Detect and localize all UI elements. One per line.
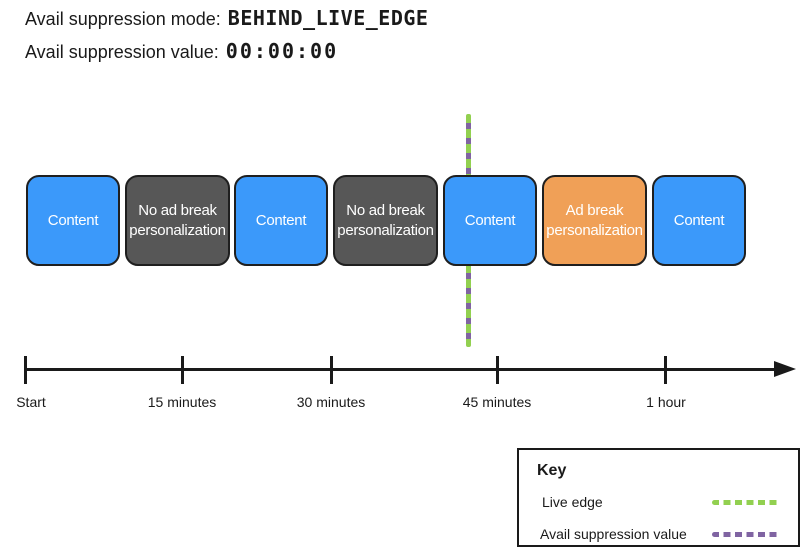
tick-label-45-minutes: 45 minutes xyxy=(462,394,532,410)
segment-ad-break: Ad break personalization xyxy=(542,175,647,266)
timeline-axis xyxy=(25,368,777,371)
avail-suppression-mode-label: Avail suppression mode: xyxy=(25,9,221,29)
tick-label-15-minutes: 15 minutes xyxy=(147,394,217,410)
segment-no-ad-break-1: No ad break personalization xyxy=(125,175,230,266)
tick-15-minutes xyxy=(181,356,184,384)
segment-content-2: Content xyxy=(234,175,328,266)
legend-swatch-avail-suppression-value xyxy=(712,532,780,537)
segment-content-3: Content xyxy=(443,175,537,266)
avail-suppression-value-value: 00:00:00 xyxy=(225,39,339,63)
avail-suppression-value-label: Avail suppression value: xyxy=(25,42,219,62)
legend-label-avail-suppression-value: Avail suppression value xyxy=(540,526,687,542)
segment-no-ad-break-2: No ad break personalization xyxy=(333,175,438,266)
legend-swatch-live-edge xyxy=(712,500,780,505)
tick-30-minutes xyxy=(330,356,333,384)
tick-45-minutes xyxy=(496,356,499,384)
legend-label-live-edge: Live edge xyxy=(542,494,603,510)
tick-1-hour xyxy=(664,356,667,384)
legend-title: Key xyxy=(537,462,567,479)
segment-content-1: Content xyxy=(26,175,120,266)
avail-suppression-value-line: Avail suppression value: 00:00:00 xyxy=(25,39,338,64)
tick-label-30-minutes: 30 minutes xyxy=(296,394,366,410)
avail-suppression-mode-line: Avail suppression mode: BEHIND_LIVE_EDGE xyxy=(25,6,428,31)
tick-label-start: Start xyxy=(16,394,46,410)
tick-label-1-hour: 1 hour xyxy=(646,394,686,410)
axis-arrowhead-icon xyxy=(774,361,796,377)
avail-suppression-mode-value: BEHIND_LIVE_EDGE xyxy=(227,6,429,30)
tick-start xyxy=(24,356,27,384)
legend: Key Live edge Avail suppression value xyxy=(517,448,800,547)
segment-content-4: Content xyxy=(652,175,746,266)
